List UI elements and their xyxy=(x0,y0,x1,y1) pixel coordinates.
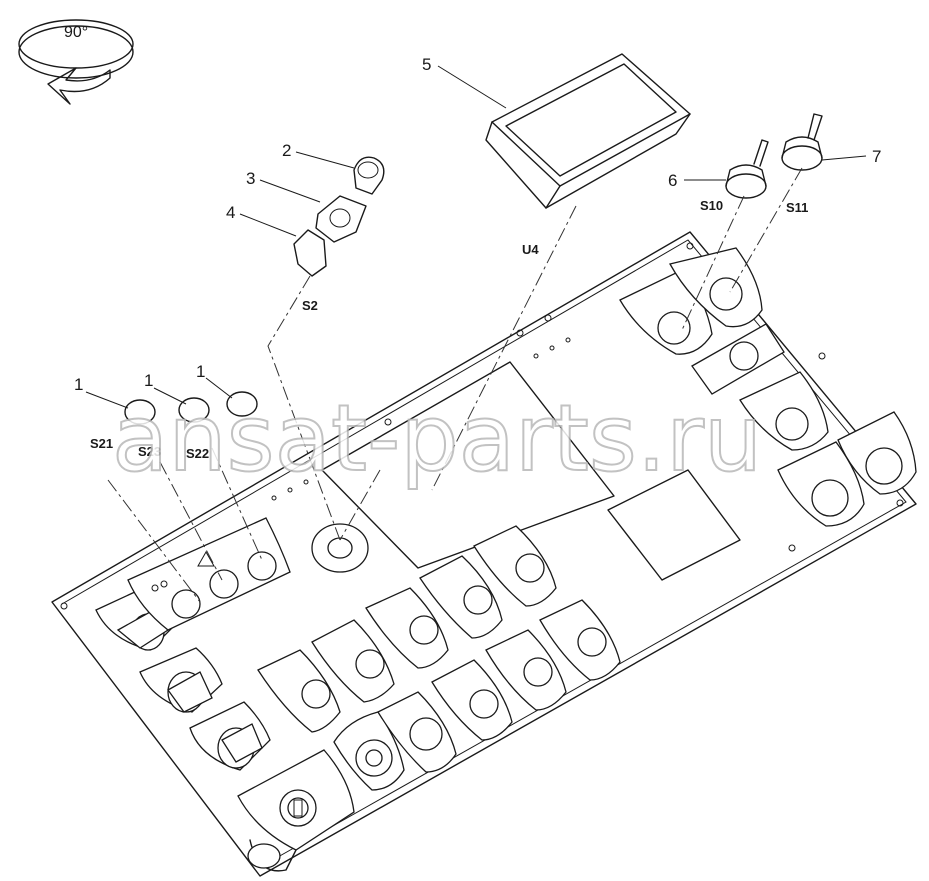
callout-6: 6 xyxy=(668,171,677,190)
panel-plate xyxy=(51,231,917,877)
pushbutton-assembly xyxy=(293,156,385,277)
callout-5: 5 xyxy=(422,55,431,74)
leader-lines xyxy=(85,65,867,409)
joystick-icon xyxy=(725,139,769,199)
switch-pods-row1 xyxy=(257,525,557,733)
ref-u4: U4 xyxy=(522,242,539,257)
ignition-pod xyxy=(237,749,355,872)
watermark: ansat-parts.ru xyxy=(112,385,762,492)
rotate-arrow-icon: 90° xyxy=(18,19,134,105)
display-icon xyxy=(485,53,691,209)
ref-s10: S10 xyxy=(700,198,723,213)
callout-1b: 1 xyxy=(144,371,153,390)
joystick-icon xyxy=(781,113,823,171)
ref-s22: S22 xyxy=(186,446,209,461)
round-plate xyxy=(311,523,369,573)
ref-s2: S2 xyxy=(302,298,318,313)
key-switch-icon xyxy=(279,789,317,827)
warning-triangle-icon xyxy=(197,550,215,567)
ref-s23: S23 xyxy=(138,444,161,459)
callout-1c: 1 xyxy=(196,362,205,381)
callout-3: 3 xyxy=(246,169,255,188)
callout-7: 7 xyxy=(872,147,881,166)
rotation-label: 90° xyxy=(64,24,88,41)
ref-s11: S11 xyxy=(786,200,808,215)
ref-s21: S21 xyxy=(90,436,113,451)
lamp-caps xyxy=(124,391,258,425)
callout-1a: 1 xyxy=(74,375,83,394)
assembly-lines xyxy=(107,167,803,603)
switch-pods-left xyxy=(95,584,271,771)
lamp-cluster xyxy=(127,517,291,631)
switch-pods-row2 xyxy=(333,599,621,791)
callout-4: 4 xyxy=(226,203,235,222)
callout-2: 2 xyxy=(282,141,291,160)
